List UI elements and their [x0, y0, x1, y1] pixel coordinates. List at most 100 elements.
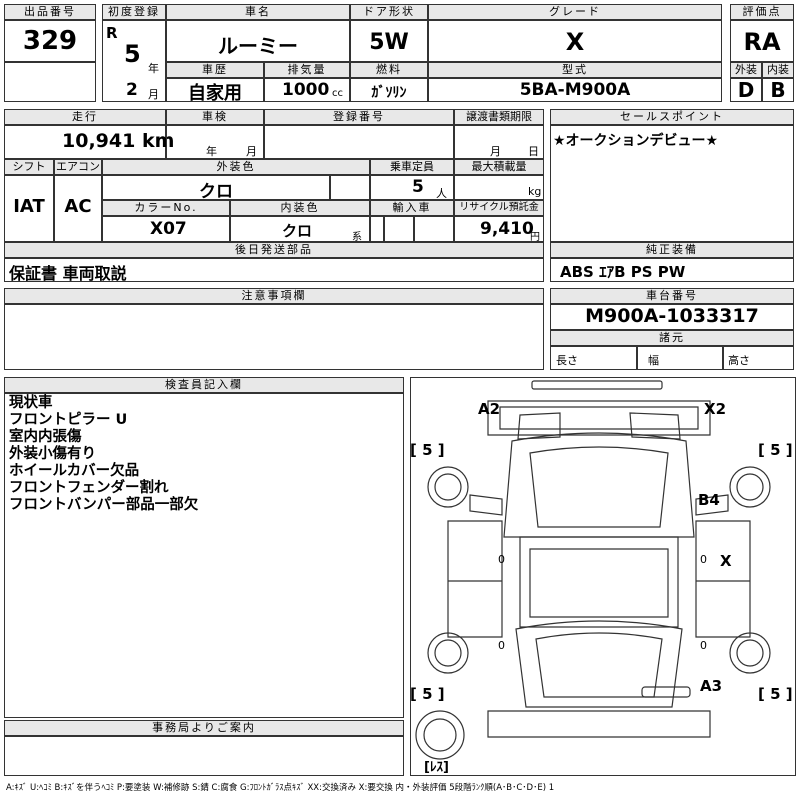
- hdr-exterior: 外装: [730, 62, 762, 78]
- hdr-interior: 内装: [762, 62, 794, 78]
- history-box: [166, 78, 264, 102]
- grade-box: [428, 20, 722, 62]
- capacity-value: 5: [412, 177, 424, 197]
- inspector-note: ホイールカバー欠品: [9, 463, 140, 479]
- model-box: [428, 78, 722, 102]
- tire-fl-rating: [ 5 ]: [410, 441, 445, 459]
- ext-color-value: クロ: [199, 182, 233, 202]
- mark-a3: A3: [700, 677, 722, 695]
- sales-point-box: [550, 125, 794, 242]
- mileage-value: 10,941: [62, 130, 136, 152]
- spec-length-label: 長さ: [556, 354, 578, 367]
- legend-text: A:ｷｽﾞ U:ﾍｺﾐ B:ｷｽﾞを伴うﾍｺﾐ P:要塗装 W:補修跡 S:錆 …: [6, 783, 555, 793]
- inspector-note: フロントフェンダー割れ: [9, 480, 169, 496]
- mark-x2: X2: [704, 400, 726, 418]
- fuel-value: ｶﾞｿﾘﾝ: [371, 85, 407, 101]
- hdr-shift: シフト: [4, 159, 54, 175]
- inspector-box: [4, 393, 404, 718]
- hdr-later-parts: 後日発送部品: [4, 242, 544, 258]
- displacement-box: [264, 78, 350, 102]
- hdr-import: 輸入車: [370, 200, 454, 216]
- chassis-no-value: M900A-1033317: [585, 305, 759, 327]
- hdr-door: ドア形状: [350, 4, 428, 20]
- first-reg-year-unit: 年: [148, 62, 159, 75]
- hdr-sales-point: セールスポイント: [550, 109, 794, 125]
- hdr-recycle: リサイクル預託金: [454, 200, 544, 216]
- aircon-value: AC: [64, 196, 92, 217]
- hdr-grade: グレード: [428, 4, 722, 20]
- hdr-lot-no: 出品番号: [4, 4, 96, 20]
- recycle-unit: 円: [530, 232, 540, 243]
- spare-label: [ﾚｽ]: [424, 760, 449, 775]
- hdr-chassis-no: 車台番号: [550, 288, 794, 304]
- transfer-month: 月: [490, 145, 501, 158]
- aircon-box: [54, 175, 102, 242]
- hdr-ext-color: 外装色: [102, 159, 370, 175]
- mark-a2: A2: [478, 400, 500, 418]
- door-box: [350, 20, 428, 62]
- inspector-note: フロントピラー U: [9, 412, 128, 428]
- int-color-unit: 系: [352, 232, 362, 243]
- tire-rr-rating: [ 5 ]: [758, 685, 793, 703]
- later-parts-value: 保証書 車両取説: [9, 264, 127, 283]
- exterior-box: [730, 78, 762, 102]
- first-reg-year: 5: [124, 40, 141, 68]
- tire-rl-rating: [ 5 ]: [410, 685, 445, 703]
- car-name-value: ルーミー: [218, 34, 298, 58]
- lot-no-box: [4, 20, 96, 62]
- interior-box: [762, 78, 794, 102]
- shift-value: IAT: [13, 196, 45, 217]
- hdr-car-name: 車名: [166, 4, 350, 20]
- transfer-day: 日: [528, 145, 539, 158]
- chassis-no-box: [550, 304, 794, 330]
- exterior-value: D: [737, 78, 755, 102]
- hdr-inspection: 車検: [166, 109, 264, 125]
- shift-box: [4, 175, 54, 242]
- first-reg-month-unit: 月: [148, 88, 159, 101]
- mark-zero-left2: 0: [498, 639, 505, 652]
- interior-value: B: [770, 78, 786, 102]
- spec-length-box: [550, 346, 637, 370]
- import-box: [370, 216, 384, 242]
- inspector-note: フロントバンパー部品一部欠: [9, 497, 199, 513]
- inspection-year: 年: [206, 145, 217, 158]
- mark-b4: B4: [698, 491, 720, 509]
- notes-box: [4, 304, 544, 370]
- fuel-box: [350, 78, 428, 102]
- hdr-max-load: 最大積載量: [454, 159, 544, 175]
- hdr-notes: 注意事項欄: [4, 288, 544, 304]
- max-load-box: [454, 175, 544, 200]
- score-value: RA: [743, 28, 781, 56]
- model-value: 5BA-M900A: [519, 80, 631, 100]
- car-diagram-frame: [410, 377, 796, 776]
- int-color-value: クロ: [282, 222, 313, 240]
- import-box-2: [384, 216, 414, 242]
- capacity-unit: 人: [436, 187, 447, 200]
- mark-zero-left: 0: [498, 553, 505, 566]
- car-diagram: [ 5 ] [ 5 ] [ 5 ] [ 5 ] [ﾚｽ] A2 X2 B4 X …: [410, 380, 793, 775]
- equipment-box: [550, 258, 794, 282]
- hdr-color-no: カラーNo.: [102, 200, 230, 216]
- later-parts-box: [4, 258, 544, 282]
- hdr-displacement: 排気量: [264, 62, 350, 78]
- hdr-mileage: 走行: [4, 109, 166, 125]
- first-reg-box: [102, 20, 166, 102]
- mileage-box: [4, 125, 166, 159]
- hdr-inspector: 検査員記入欄: [4, 377, 404, 393]
- inspector-note: 室内内張傷: [9, 429, 82, 445]
- capacity-box: [370, 175, 454, 200]
- sales-point-value: ★オークションデビュー★: [553, 133, 719, 149]
- inspector-note: 外装小傷有り: [9, 446, 96, 462]
- lot-no-value: 329: [22, 26, 78, 56]
- hdr-first-reg: 初度登録: [102, 4, 166, 20]
- color-no-box: [102, 216, 230, 242]
- displacement-unit: cc: [332, 88, 343, 99]
- max-load-unit: kg: [528, 185, 542, 198]
- hdr-reg-no: 登録番号: [264, 109, 454, 125]
- spec-height-box: [723, 346, 794, 370]
- hdr-capacity: 乗車定員: [370, 159, 454, 175]
- hdr-int-color: 内装色: [230, 200, 370, 216]
- displacement-value: 1000: [282, 80, 330, 100]
- spec-width-box: [637, 346, 723, 370]
- recycle-box: [454, 216, 544, 242]
